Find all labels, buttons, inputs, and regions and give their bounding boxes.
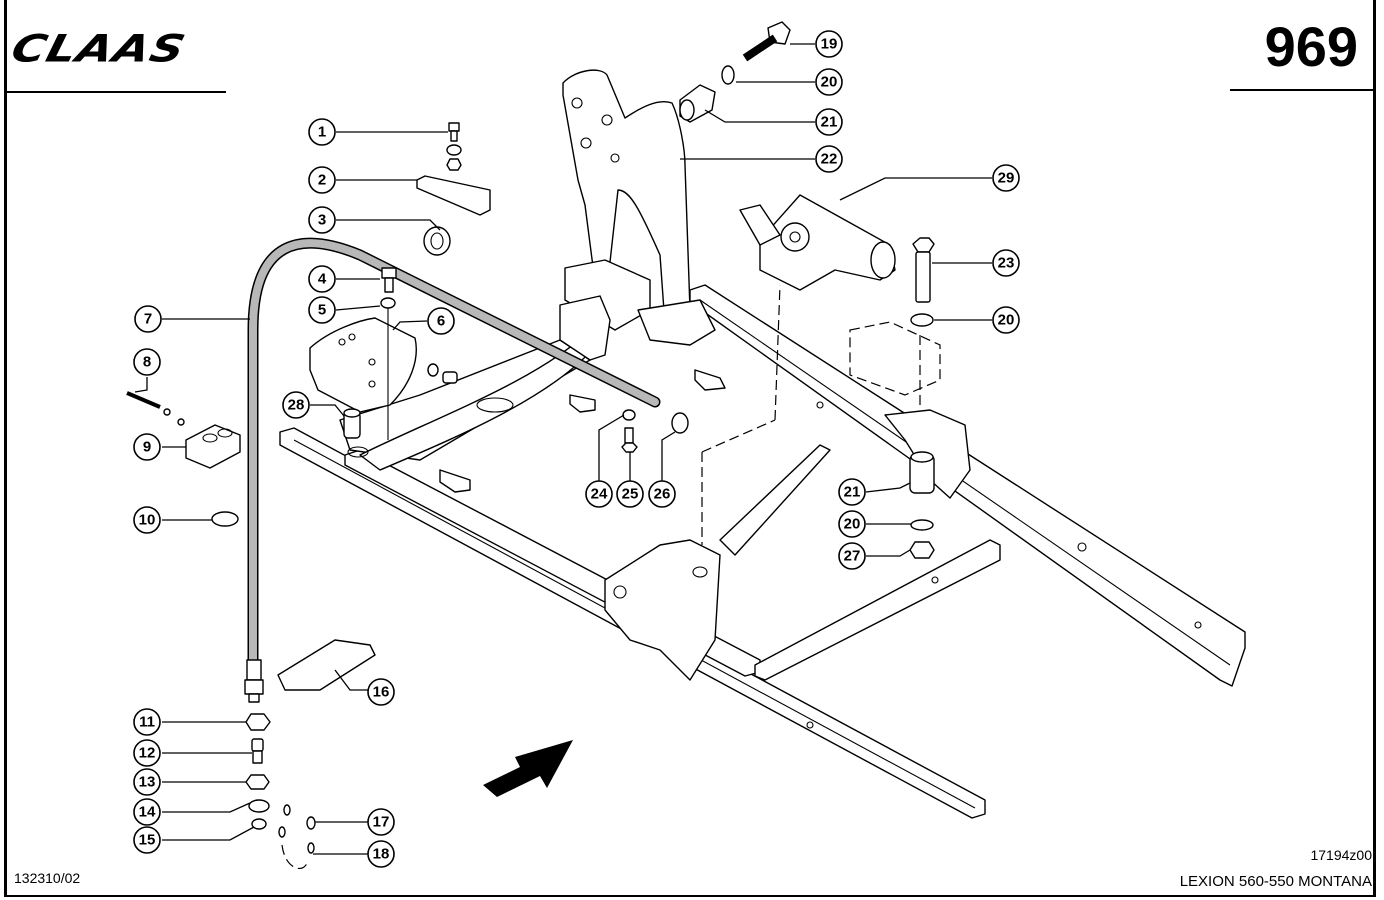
callout-1[interactable]: 1 xyxy=(308,118,336,146)
svg-text:21: 21 xyxy=(844,484,861,501)
chassis-frame xyxy=(279,284,1246,819)
svg-text:17: 17 xyxy=(373,814,390,831)
callout-12[interactable]: 12 xyxy=(133,739,161,767)
callout-15[interactable]: 15 xyxy=(133,826,161,854)
direction-arrow-icon xyxy=(483,740,573,797)
svg-text:6: 6 xyxy=(437,313,445,330)
leader-lines xyxy=(134,43,992,855)
hydraulic-hose-7 xyxy=(244,237,661,703)
svg-text:4: 4 xyxy=(318,271,327,288)
svg-text:8: 8 xyxy=(143,354,151,371)
callout-16[interactable]: 16 xyxy=(367,678,395,706)
svg-text:27: 27 xyxy=(844,548,861,565)
small-parts xyxy=(126,21,935,870)
svg-text:2: 2 xyxy=(318,172,326,189)
mounting-bracket-6 xyxy=(309,300,458,440)
cylinder-mount-29 xyxy=(739,194,896,291)
svg-text:3: 3 xyxy=(318,212,326,229)
callout-20-lower[interactable]: 20 xyxy=(838,510,866,538)
model-name: LEXION 560-550 MONTANA xyxy=(1179,873,1372,890)
svg-text:11: 11 xyxy=(139,714,155,731)
page-frame xyxy=(4,0,1376,897)
svg-text:26: 26 xyxy=(654,486,671,503)
callout-21-lower[interactable]: 21 xyxy=(838,478,866,506)
header-rule-left xyxy=(4,91,226,93)
svg-text:24: 24 xyxy=(591,486,608,503)
svg-text:5: 5 xyxy=(318,302,326,319)
svg-text:12: 12 xyxy=(139,745,156,762)
callout-18[interactable]: 18 xyxy=(367,840,395,868)
callout-2[interactable]: 2 xyxy=(308,166,336,194)
svg-text:20: 20 xyxy=(844,516,861,533)
callouts: 1 2 3 4 5 6 7 8 9 10 11 12 13 14 15 16 1… xyxy=(133,30,1020,868)
svg-text:18: 18 xyxy=(373,846,390,863)
svg-text:23: 23 xyxy=(998,255,1015,272)
svg-text:20: 20 xyxy=(821,74,838,91)
support-post-22 xyxy=(559,69,716,361)
page-number: 969 xyxy=(1264,15,1358,78)
callout-20-right[interactable]: 20 xyxy=(992,306,1020,334)
callout-24[interactable]: 24 xyxy=(585,480,613,508)
callout-27[interactable]: 27 xyxy=(838,542,866,570)
drawing-code: 17194z00 xyxy=(1310,847,1372,863)
callout-21-top[interactable]: 21 xyxy=(815,108,843,136)
callout-9[interactable]: 9 xyxy=(133,433,161,461)
callout-20-top[interactable]: 20 xyxy=(815,68,843,96)
svg-text:13: 13 xyxy=(139,774,156,791)
svg-text:19: 19 xyxy=(821,36,838,53)
svg-text:20: 20 xyxy=(998,312,1015,329)
callout-23[interactable]: 23 xyxy=(992,249,1020,277)
dashed-bracket xyxy=(701,284,941,545)
catalog-code: 132310/02 xyxy=(14,870,81,886)
callout-28[interactable]: 28 xyxy=(282,391,310,419)
callout-26[interactable]: 26 xyxy=(648,480,676,508)
callout-22[interactable]: 22 xyxy=(815,145,843,173)
callout-11[interactable]: 11 xyxy=(133,708,161,736)
svg-text:10: 10 xyxy=(139,512,156,529)
callout-5[interactable]: 5 xyxy=(308,296,336,324)
callout-8[interactable]: 8 xyxy=(133,348,161,376)
callout-29[interactable]: 29 xyxy=(992,164,1020,192)
svg-text:1: 1 xyxy=(318,124,326,141)
callout-6[interactable]: 6 xyxy=(427,307,455,335)
svg-text:22: 22 xyxy=(821,151,838,168)
svg-text:28: 28 xyxy=(288,397,305,414)
svg-text:14: 14 xyxy=(139,804,156,821)
svg-text:21: 21 xyxy=(821,114,838,131)
callout-14[interactable]: 14 xyxy=(133,798,161,826)
svg-text:9: 9 xyxy=(143,439,151,456)
callout-25[interactable]: 25 xyxy=(616,480,644,508)
header-rule-right xyxy=(1230,89,1376,91)
svg-text:29: 29 xyxy=(998,170,1015,187)
callout-3[interactable]: 3 xyxy=(308,206,336,234)
svg-text:25: 25 xyxy=(622,486,639,503)
callout-7[interactable]: 7 xyxy=(134,305,162,333)
callout-4[interactable]: 4 xyxy=(308,265,336,293)
svg-text:15: 15 xyxy=(139,832,156,849)
callout-17[interactable]: 17 xyxy=(367,808,395,836)
callout-19[interactable]: 19 xyxy=(815,30,843,58)
callout-13[interactable]: 13 xyxy=(133,768,161,796)
svg-text:16: 16 xyxy=(373,684,390,701)
callout-10[interactable]: 10 xyxy=(133,506,161,534)
svg-text:7: 7 xyxy=(144,311,152,328)
